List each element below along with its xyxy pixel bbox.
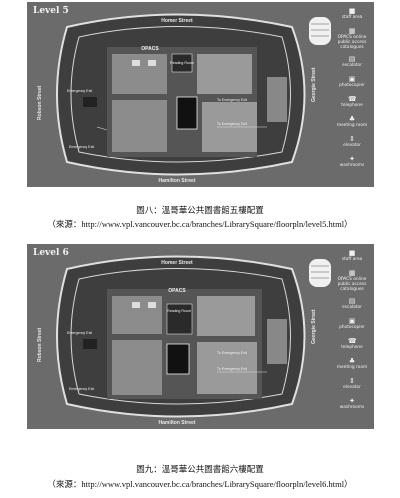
emergency-exit-top: Emergency Exit bbox=[67, 89, 92, 93]
legend-opacs: ▦OPACS online public access catalogues bbox=[337, 269, 367, 293]
floor-plan-drawing: Homer Street Hamilton Street Robson Stre… bbox=[27, 2, 374, 187]
legend-meeting-room: ♣meeting room bbox=[336, 357, 368, 371]
street-left: Robson Street bbox=[37, 327, 43, 362]
to-emergency-exit-1: To Emergency Exit bbox=[217, 351, 247, 355]
to-emergency-exit-1: To Emergency Exit bbox=[217, 98, 247, 102]
legend-photocopier: ▣photocopier bbox=[339, 317, 365, 331]
to-emergency-exit-2: To Emergency Exit bbox=[217, 122, 247, 126]
legend-escalator: ▤escalator bbox=[342, 55, 362, 69]
reading-room-label: Reading Room bbox=[170, 61, 194, 65]
floor-plan-level6: Homer Street Hamilton Street Robson Stre… bbox=[27, 244, 374, 429]
legend: ■staff area ▦OPACS online public access … bbox=[332, 8, 372, 176]
level-title: Level 6 bbox=[33, 248, 69, 258]
street-right: Georgie Street bbox=[311, 67, 317, 102]
telephone-icon: ☎ bbox=[348, 95, 357, 103]
legend-meeting-room: ♣meeting room bbox=[336, 115, 368, 129]
opacs-icon: ▦ bbox=[348, 269, 356, 277]
map-level6: Homer Street Hamilton Street Robson Stre… bbox=[27, 244, 374, 429]
map-level5: Homer Street Hamilton Street Robson Stre… bbox=[27, 2, 374, 187]
meeting-room-icon: ♣ bbox=[348, 115, 356, 123]
emergency-exit-bottom: Emergency Exit bbox=[69, 145, 94, 149]
photocopier-icon: ▣ bbox=[348, 317, 356, 325]
emergency-exit-top: Emergency Exit bbox=[67, 331, 92, 335]
street-left: Robson Street bbox=[37, 85, 43, 120]
telephone-icon: ☎ bbox=[348, 337, 357, 345]
legend-washrooms: ✦washrooms bbox=[339, 397, 365, 411]
legend-escalator: ▤escalator bbox=[342, 297, 362, 311]
elevator-icon: ⇕ bbox=[349, 377, 355, 385]
staff-area-icon: ■ bbox=[348, 249, 356, 257]
figure-source: （來源：http://www.vpl.vancouver.bc.ca/branc… bbox=[47, 479, 353, 489]
floor-plan-level5: Homer Street Hamilton Street Robson Stre… bbox=[27, 2, 374, 187]
opacs-label: OPACS bbox=[168, 288, 186, 294]
figure-source: （來源：http://www.vpl.vancouver.bc.ca/branc… bbox=[47, 219, 353, 229]
level-title: Level 5 bbox=[33, 6, 69, 16]
meeting-room-icon: ♣ bbox=[348, 357, 356, 365]
legend-washrooms: ✦washrooms bbox=[339, 155, 365, 169]
legend-opacs: ▦OPACS online public access catalogues bbox=[337, 27, 367, 51]
street-top: Homer Street bbox=[161, 18, 193, 24]
washrooms-icon: ✦ bbox=[349, 155, 355, 163]
street-bottom: Hamilton Street bbox=[159, 420, 196, 426]
figure-caption: 圖九：溫哥華公共圖書館六樓配置 bbox=[136, 465, 264, 475]
reading-room-label: Reading Room bbox=[167, 309, 191, 313]
legend-photocopier: ▣photocopier bbox=[339, 75, 365, 89]
emergency-exit-bottom: Emergency Exit bbox=[69, 387, 94, 391]
staff-area-icon: ■ bbox=[348, 7, 356, 15]
street-bottom: Hamilton Street bbox=[159, 178, 196, 184]
escalator-icon: ▤ bbox=[348, 55, 356, 63]
escalator-icon: ▤ bbox=[348, 297, 356, 305]
opacs-label: OPACS bbox=[141, 46, 159, 52]
legend-elevator: ⇕elevator bbox=[343, 135, 361, 149]
floor-plan-drawing: Homer Street Hamilton Street Robson Stre… bbox=[27, 244, 374, 429]
legend-elevator: ⇕elevator bbox=[343, 377, 361, 391]
street-right: Georgie Street bbox=[311, 309, 317, 344]
opacs-icon: ▦ bbox=[348, 27, 356, 35]
street-top: Homer Street bbox=[161, 260, 193, 266]
legend-telephone: ☎telephone bbox=[341, 95, 363, 109]
legend-staff-area: ■staff area bbox=[341, 7, 363, 21]
figure-caption: 圖八：溫哥華公共圖書館五樓配置 bbox=[136, 206, 264, 216]
legend: ■staff area ▦OPACS online public access … bbox=[332, 250, 372, 418]
elevator-icon: ⇕ bbox=[349, 135, 355, 143]
to-emergency-exit-2: To Emergency Exit bbox=[217, 367, 247, 371]
legend-telephone: ☎telephone bbox=[341, 337, 363, 351]
photocopier-icon: ▣ bbox=[348, 75, 356, 83]
washrooms-icon: ✦ bbox=[349, 397, 355, 405]
legend-staff-area: ■staff area bbox=[341, 249, 363, 263]
